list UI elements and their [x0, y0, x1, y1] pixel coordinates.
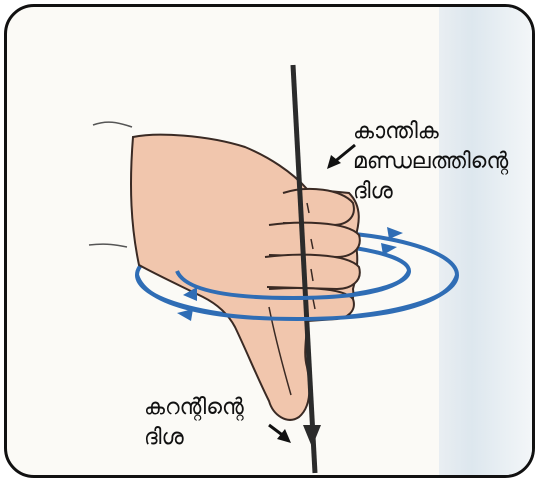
field-arrow-icon: [381, 243, 397, 255]
arrow-icon: [269, 425, 291, 443]
current-direction-line-2: ദിശ: [144, 423, 244, 453]
current-arrowhead: [303, 425, 321, 447]
field-direction-line-3: ദിശ: [353, 177, 508, 207]
field-arrow-icon: [387, 227, 403, 239]
field-direction-label: കാന്തിക മണ്ഡലത്തിന്റെ ദിശ: [353, 117, 508, 207]
field-direction-line-2: മണ്ഡലത്തിന്റെ: [353, 147, 508, 177]
diagram-frame: കാന്തിക മണ്ഡലത്തിന്റെ ദിശ കറന്റിന്റെ ദിശ: [4, 4, 535, 478]
hand-icon: [131, 135, 360, 420]
sleeve-line: [89, 244, 127, 247]
field-arrow-icon: [177, 309, 193, 321]
field-direction-line-1: കാന്തിക: [353, 117, 508, 147]
current-direction-label: കറന്റിന്റെ ദിശ: [144, 393, 244, 453]
current-direction-line-1: കറന്റിന്റെ: [144, 393, 244, 423]
arrow-icon: [327, 145, 355, 169]
right-hand-rule-illustration: [7, 7, 532, 475]
sleeve-line: [93, 122, 132, 127]
